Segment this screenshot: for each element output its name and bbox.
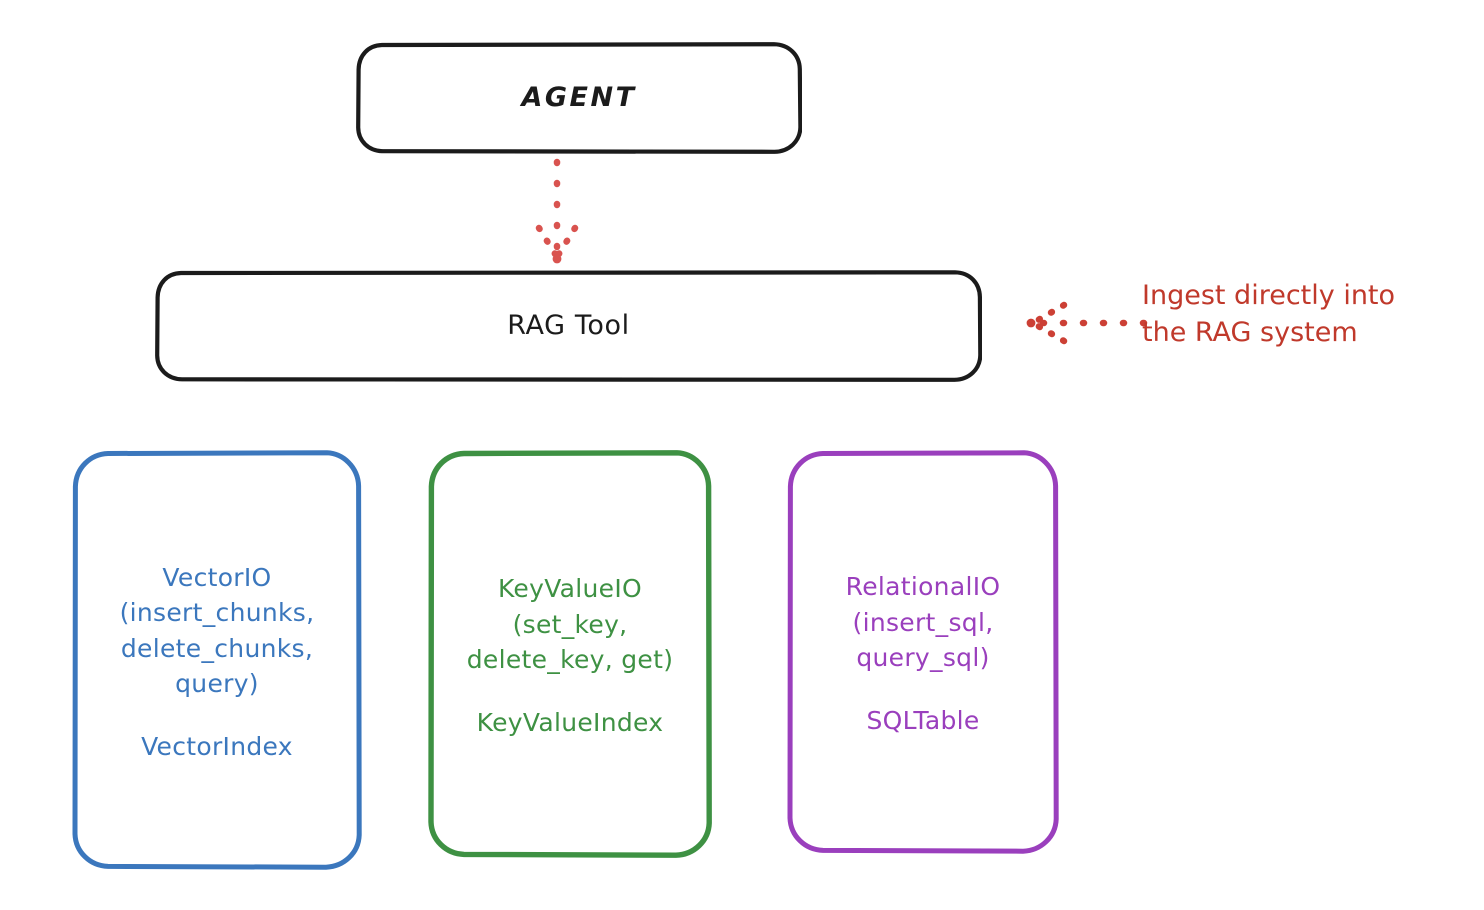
key-value-io-label: KeyValueIO (set_key, delete_key, get): [466, 574, 674, 675]
key-value-io-sub-label: KeyValueIndex: [476, 707, 664, 737]
vector-io-node[interactable]: VectorIO (insert_chunks, delete_chunks, …: [72, 450, 362, 870]
key-value-io-node[interactable]: KeyValueIO (set_key, delete_key, get) Ke…: [428, 450, 712, 858]
agent-to-rag-tool-arrow: [535, 158, 579, 264]
agent-label: AGENT: [521, 82, 637, 114]
relational-io-label: RelationalIO (insert_sql, query_sql): [845, 572, 1001, 673]
vector-io-sub-label: VectorIndex: [141, 731, 293, 761]
agent-node[interactable]: AGENT: [356, 42, 803, 154]
ingest-annotation-text: Ingest directly into the RAG system: [1142, 280, 1396, 349]
ingest-to-rag-tool-arrow: [1026, 301, 1148, 345]
relational-io-node[interactable]: RelationalIO (insert_sql, query_sql) SQL…: [787, 450, 1059, 854]
vector-io-label: VectorIO (insert_chunks, delete_chunks, …: [119, 562, 315, 699]
rag-tool-label: RAG Tool: [507, 310, 630, 342]
relational-io-sub-label: SQLTable: [866, 705, 980, 735]
rag-tool-node[interactable]: RAG Tool: [155, 270, 983, 382]
